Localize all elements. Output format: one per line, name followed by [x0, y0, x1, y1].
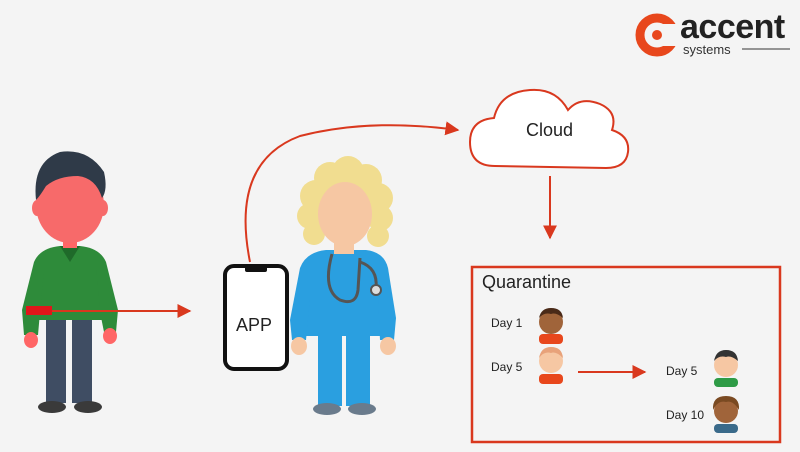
avatar-day10-icon: [712, 396, 740, 433]
logo-sub-text: systems: [683, 42, 731, 57]
cloud-label: Cloud: [526, 120, 574, 140]
avatar-day5-left-icon: [539, 347, 563, 384]
day1-label: Day 1: [491, 316, 523, 330]
avatar-day5-right-icon: [714, 350, 738, 387]
wristband-icon: [26, 306, 52, 315]
cloud-icon: [468, 88, 630, 170]
day10-label: Day 10: [666, 408, 705, 422]
app-label: APP: [236, 315, 273, 335]
quarantine-title: Quarantine: [482, 272, 572, 292]
phone-icon: [223, 264, 289, 371]
quarantine-box: [470, 265, 782, 444]
patient-figure: [22, 151, 118, 413]
accent-logo-icon: [635, 13, 680, 57]
avatar-day1-icon: [539, 308, 563, 344]
logo-brand-text: accent: [680, 8, 785, 46]
day5-right-label: Day 5: [666, 364, 698, 378]
arrow-app-to-cloud: [244, 121, 460, 263]
doctor-figure: [290, 156, 396, 415]
day5-left-label: Day 5: [491, 360, 523, 374]
